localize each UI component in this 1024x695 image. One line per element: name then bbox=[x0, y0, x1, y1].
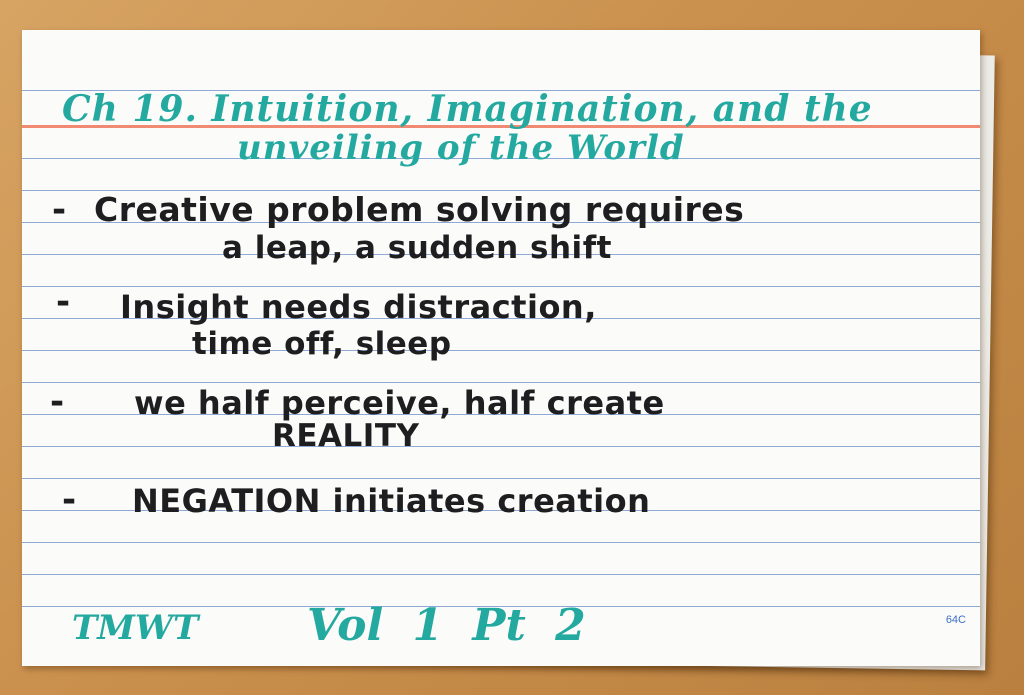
ruled-line bbox=[22, 542, 980, 543]
ruled-line bbox=[22, 414, 980, 415]
card-title-line1: Ch 19. Intuition, Imagination, and the bbox=[62, 88, 873, 130]
ruled-line bbox=[22, 158, 980, 159]
ruled-line bbox=[22, 446, 980, 447]
red-header-rule bbox=[22, 125, 980, 128]
ruled-line bbox=[22, 350, 980, 351]
bullet-dash-3: - bbox=[50, 382, 65, 422]
ruled-line bbox=[22, 90, 980, 91]
ruled-line bbox=[22, 222, 980, 223]
bullet-3-line1: we half perceive, half create bbox=[134, 384, 665, 422]
ruled-line bbox=[22, 190, 980, 191]
bullet-2-line1: Insight needs distraction, bbox=[120, 288, 597, 326]
bullet-2-line2: time off, sleep bbox=[192, 326, 452, 362]
ruled-line bbox=[22, 510, 980, 511]
card-title-line2: unveiling of the World bbox=[237, 128, 685, 168]
bullet-dash-4: - bbox=[62, 480, 77, 520]
bullet-dash-1: - bbox=[52, 190, 67, 230]
card-code: 64C bbox=[945, 614, 966, 626]
bullet-1-line2: a leap, a sudden shift bbox=[222, 230, 612, 266]
ruled-line bbox=[22, 318, 980, 319]
ruled-line bbox=[22, 606, 980, 607]
bullet-3-line2: REALITY bbox=[272, 418, 420, 454]
ruled-line bbox=[22, 254, 980, 255]
footer-volume: Vol 1 Pt 2 bbox=[307, 600, 586, 651]
ruled-line bbox=[22, 286, 980, 287]
ruled-line bbox=[22, 574, 980, 575]
bullet-dash-2: - bbox=[56, 282, 71, 322]
ruled-line bbox=[22, 478, 980, 479]
index-card: Ch 19. Intuition, Imagination, and the u… bbox=[22, 30, 980, 666]
bullet-4-line1: NEGATION initiates creation bbox=[132, 482, 651, 520]
ruled-line bbox=[22, 382, 980, 383]
bullet-1-line1: Creative problem solving requires bbox=[94, 190, 745, 229]
footer-source: TMWT bbox=[72, 608, 199, 648]
